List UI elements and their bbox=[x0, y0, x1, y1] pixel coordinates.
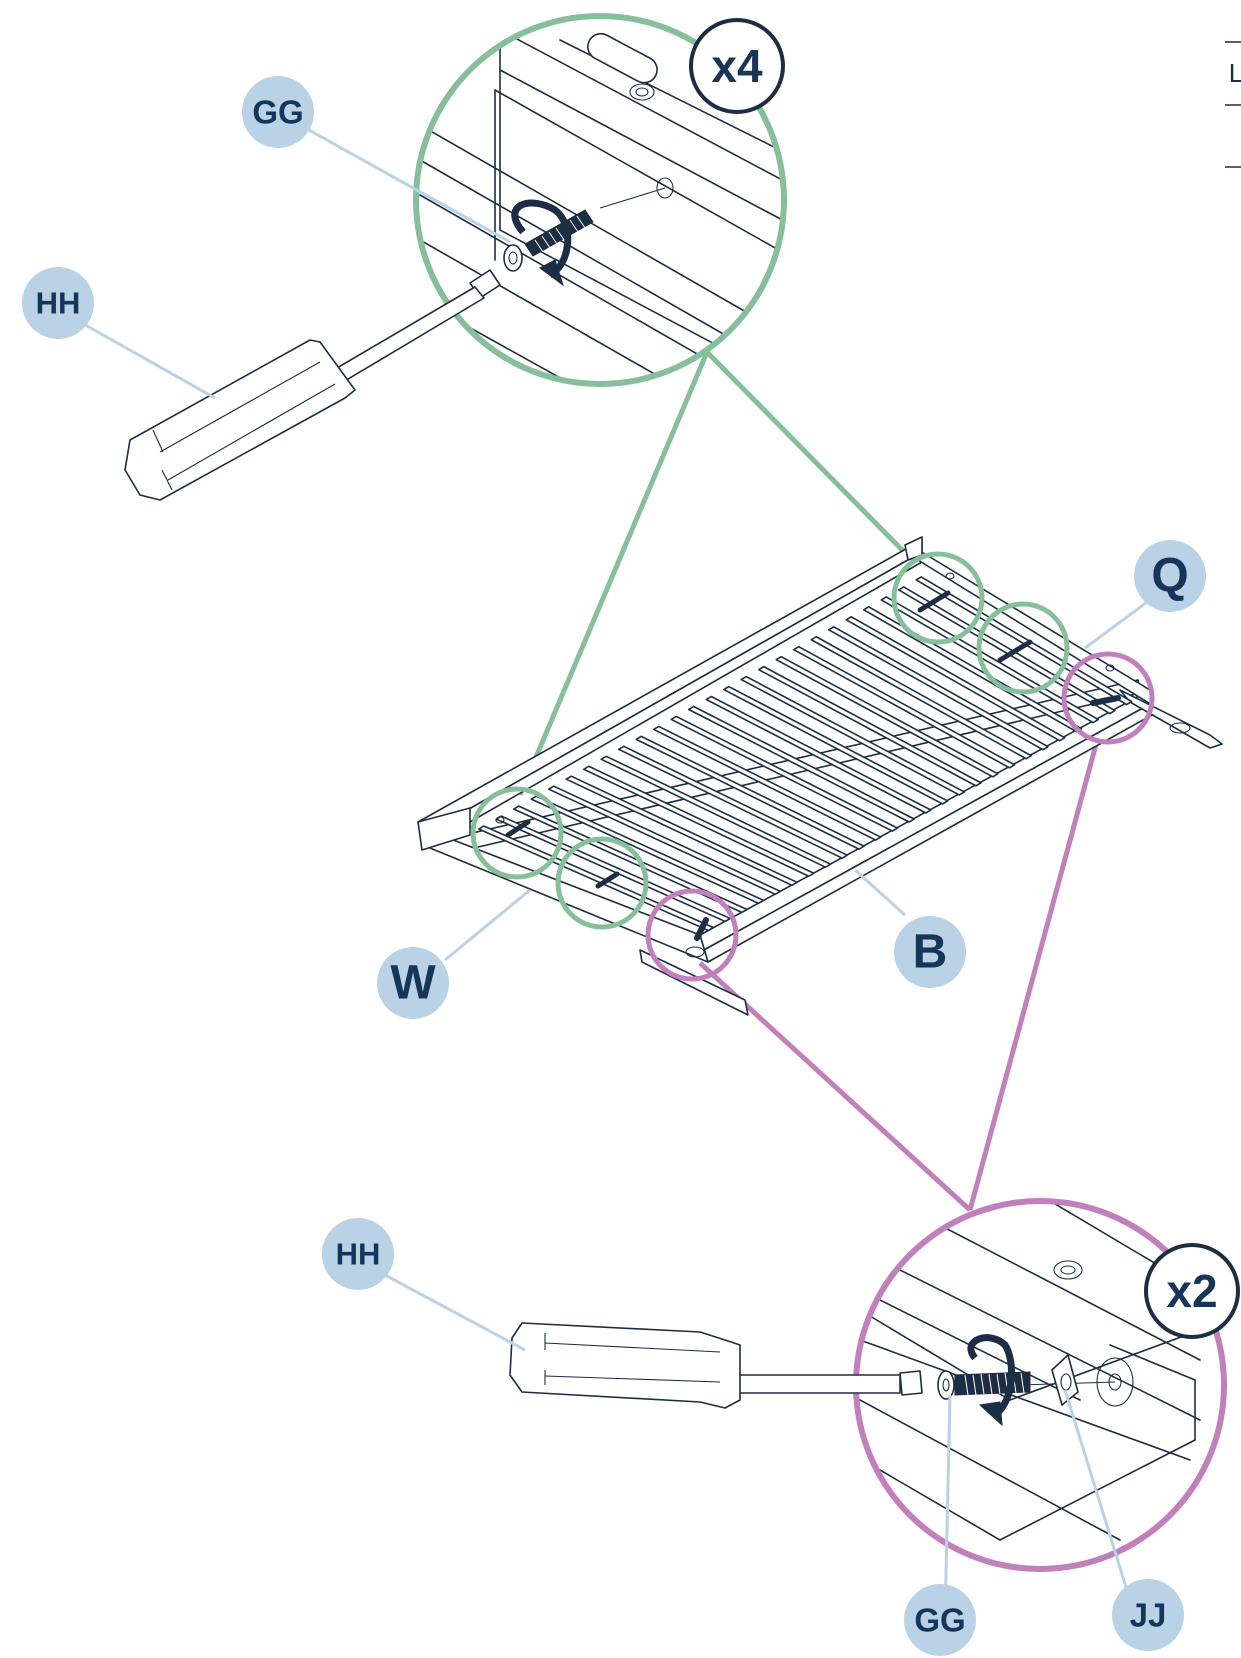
label-hh-top: HH bbox=[22, 267, 94, 339]
label-b: B bbox=[894, 916, 966, 988]
table-fragment: L bbox=[1225, 42, 1241, 167]
svg-text:GG: GG bbox=[914, 1602, 965, 1639]
label-w: W bbox=[377, 947, 449, 1019]
green-callout-connectors bbox=[520, 352, 915, 795]
svg-text:x2: x2 bbox=[1166, 1265, 1217, 1317]
svg-text:x4: x4 bbox=[711, 40, 763, 92]
svg-text:B: B bbox=[913, 926, 948, 979]
table-fragment-text: L bbox=[1229, 58, 1241, 88]
label-jj: JJ bbox=[1112, 1579, 1184, 1651]
label-q: Q bbox=[1134, 540, 1206, 612]
multiplier-badge-bottom: x2 bbox=[1146, 1245, 1238, 1337]
svg-text:Q: Q bbox=[1151, 550, 1188, 603]
label-gg-top: GG bbox=[242, 76, 314, 148]
label-gg-bottom: GG bbox=[904, 1584, 976, 1656]
svg-text:JJ: JJ bbox=[1130, 1597, 1167, 1634]
screwdriver-icon bbox=[125, 270, 500, 500]
multiplier-badge-top: x4 bbox=[691, 20, 783, 112]
svg-text:HH: HH bbox=[336, 1237, 381, 1272]
label-hh-bottom: HH bbox=[322, 1218, 394, 1290]
svg-text:W: W bbox=[390, 957, 436, 1010]
svg-text:HH: HH bbox=[36, 286, 81, 321]
svg-text:GG: GG bbox=[252, 94, 303, 131]
frame-assembly bbox=[418, 537, 1222, 1015]
